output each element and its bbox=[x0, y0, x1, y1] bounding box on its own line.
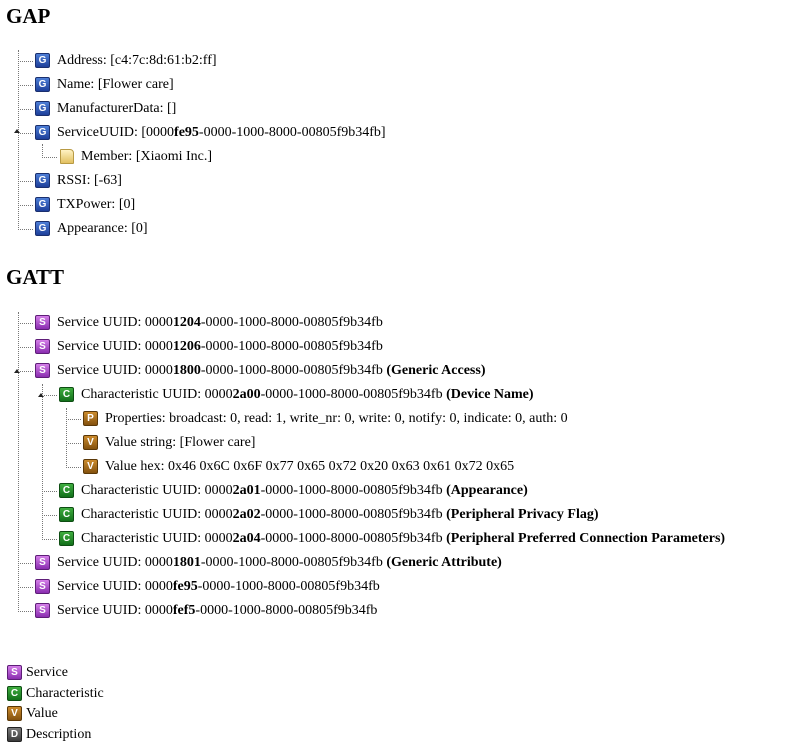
gatt-row-label: Service UUID: 00001800-0000-1000-8000-00… bbox=[57, 363, 486, 378]
gap-item-label: Address: [c4:7c:8d:61:b2:ff] bbox=[57, 53, 217, 68]
gap-item-label: ManufacturerData: [] bbox=[57, 101, 177, 116]
legend-label: Service bbox=[26, 665, 68, 680]
gatt-row-label: Service UUID: 00001204-0000-1000-8000-00… bbox=[57, 315, 383, 330]
gap-item-label: ServiceUUID: [0000fe95-0000-1000-8000-00… bbox=[57, 125, 386, 140]
member-note-icon bbox=[60, 149, 74, 164]
gatt-section-title: GATT bbox=[6, 265, 64, 289]
gatt-row-label: Characteristic UUID: 00002a01-0000-1000-… bbox=[81, 483, 528, 498]
gatt-row-label: Characteristic UUID: 00002a02-0000-1000-… bbox=[81, 507, 599, 522]
service-icon: S bbox=[35, 555, 50, 570]
gap-property-icon: G bbox=[35, 197, 50, 212]
gatt-row-label: Value hex: 0x46 0x6C 0x6F 0x77 0x65 0x72… bbox=[105, 459, 515, 474]
gatt-row-label: Characteristic UUID: 00002a04-0000-1000-… bbox=[81, 531, 726, 546]
legend-label: Description bbox=[26, 726, 92, 742]
legend-label: Characteristic bbox=[26, 685, 104, 701]
gap-item-label: TXPower: [0] bbox=[57, 197, 136, 212]
characteristic-icon: C bbox=[59, 531, 74, 546]
gap-item-label: RSSI: [-63] bbox=[57, 173, 122, 188]
value-icon: V bbox=[7, 706, 22, 721]
legend-label: Value bbox=[26, 706, 58, 721]
gap-property-icon: G bbox=[35, 77, 50, 92]
description-icon: D bbox=[7, 726, 22, 742]
characteristic-icon: C bbox=[7, 685, 22, 701]
gap-item-label: Member: [Xiaomi Inc.] bbox=[81, 149, 213, 164]
gap-property-icon: G bbox=[35, 53, 50, 68]
gatt-row-label: Service UUID: 00001206-0000-1000-8000-00… bbox=[57, 339, 383, 354]
gatt-row-label: Service UUID: 0000fe95-0000-1000-8000-00… bbox=[57, 579, 380, 594]
gatt-row-label: Service UUID: 0000fef5-0000-1000-8000-00… bbox=[57, 603, 378, 618]
service-icon: S bbox=[35, 603, 50, 618]
characteristic-icon: C bbox=[59, 387, 74, 402]
gatt-row-label: Characteristic UUID: 00002a00-0000-1000-… bbox=[81, 387, 534, 402]
value-icon: V bbox=[83, 435, 98, 450]
properties-icon: P bbox=[83, 411, 98, 426]
service-icon: S bbox=[35, 579, 50, 594]
service-icon: S bbox=[35, 315, 50, 330]
characteristic-icon: C bbox=[59, 483, 74, 498]
value-icon: V bbox=[83, 459, 98, 474]
service-icon: S bbox=[35, 363, 50, 378]
gap-property-icon: G bbox=[35, 101, 50, 116]
gatt-row-label: Service UUID: 00001801-0000-1000-8000-00… bbox=[57, 555, 502, 570]
gap-item-label: Appearance: [0] bbox=[57, 221, 148, 236]
service-icon: S bbox=[7, 665, 22, 680]
gatt-row-label: Value string: [Flower care] bbox=[105, 435, 256, 450]
gatt-row-label: Properties: broadcast: 0, read: 1, write… bbox=[105, 411, 568, 426]
gap-property-icon: G bbox=[35, 221, 50, 236]
gap-section-title: GAP bbox=[6, 4, 51, 28]
gap-item-label: Name: [Flower care] bbox=[57, 77, 174, 92]
service-icon: S bbox=[35, 339, 50, 354]
gap-property-icon: G bbox=[35, 125, 50, 140]
characteristic-icon: C bbox=[59, 507, 74, 522]
gap-property-icon: G bbox=[35, 173, 50, 188]
